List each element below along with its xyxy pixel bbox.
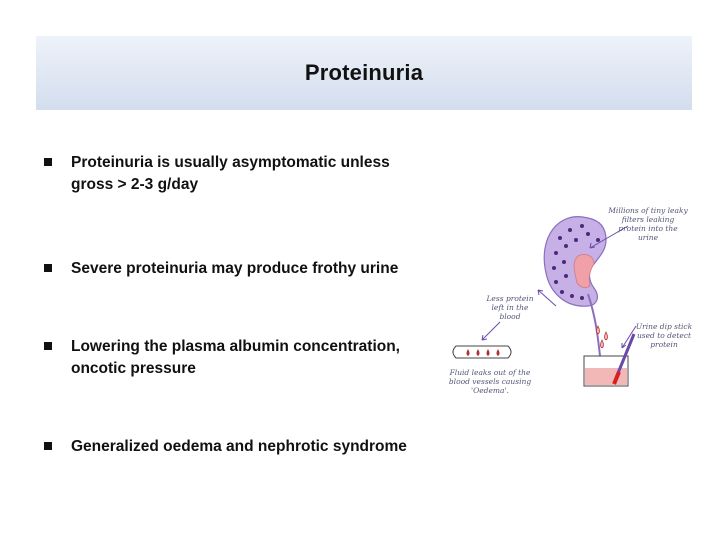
proteinuria-diagram: Millions of tiny leaky filters leaking p… bbox=[438, 198, 698, 398]
bullet-text: Generalized oedema and nephrotic syndrom… bbox=[71, 438, 407, 455]
title-bar: Proteinuria bbox=[36, 36, 692, 110]
urine-liquid bbox=[585, 368, 627, 385]
bullet-square-icon bbox=[44, 342, 52, 350]
bullet-item: Lowering the plasma albumin concentratio… bbox=[44, 336, 434, 380]
bullet-item: Generalized oedema and nephrotic syndrom… bbox=[44, 436, 434, 458]
dipstick-caption: Urine dip stick used to detect protein bbox=[635, 322, 693, 349]
renal-pelvis bbox=[573, 254, 595, 288]
bullet-text: Proteinuria is usually asymptomatic unle… bbox=[71, 154, 390, 193]
dipstick bbox=[614, 333, 636, 379]
bullet-item: Proteinuria is usually asymptomatic unle… bbox=[44, 152, 434, 196]
kidney-caption: Millions of tiny leaky filters leaking p… bbox=[608, 206, 688, 242]
ureter bbox=[587, 293, 601, 357]
slide-title: Proteinuria bbox=[304, 60, 424, 85]
dipstick-tip bbox=[612, 371, 621, 385]
blood-vessel bbox=[452, 345, 512, 359]
diagram-illustration bbox=[452, 216, 637, 387]
blood-drops bbox=[466, 349, 500, 356]
bullet-item: Severe proteinuria may produce frothy ur… bbox=[44, 258, 434, 280]
bullet-square-icon bbox=[44, 264, 52, 272]
oedema-caption: Fluid leaks out of the blood vessels cau… bbox=[448, 368, 532, 395]
bullet-square-icon bbox=[44, 442, 52, 450]
arrows bbox=[481, 225, 637, 349]
kidney-filter-dots bbox=[552, 224, 600, 300]
bullet-text: Lowering the plasma albumin concentratio… bbox=[71, 338, 400, 377]
urine-drops bbox=[596, 325, 608, 349]
blood-caption: Less protein left in the blood bbox=[486, 294, 534, 321]
bullet-text: Severe proteinuria may produce frothy ur… bbox=[71, 260, 399, 277]
bullet-square-icon bbox=[44, 158, 52, 166]
